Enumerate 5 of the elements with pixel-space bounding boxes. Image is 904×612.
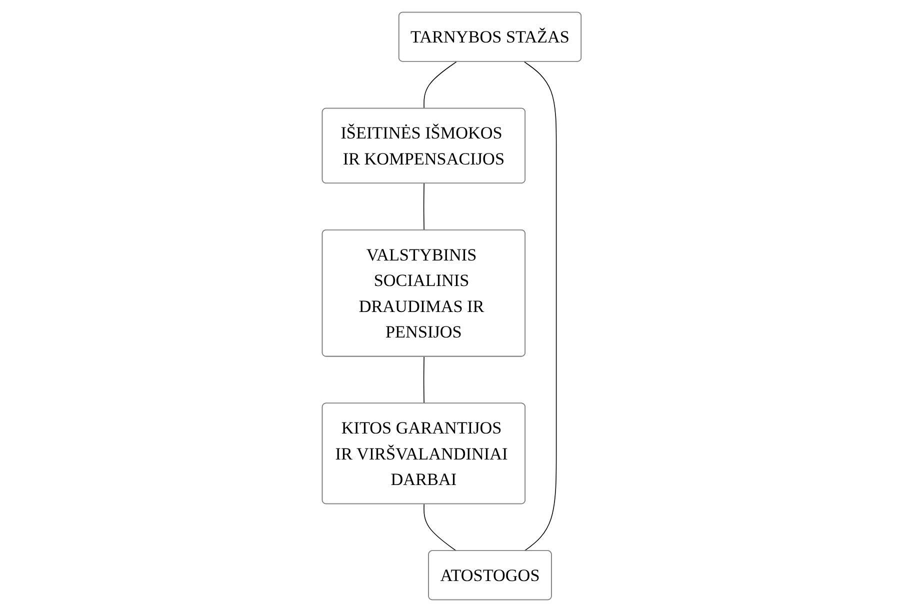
connector (524, 61, 557, 552)
connector (424, 61, 458, 109)
connector (424, 356, 425, 404)
connector (424, 504, 458, 552)
connector (424, 183, 425, 231)
